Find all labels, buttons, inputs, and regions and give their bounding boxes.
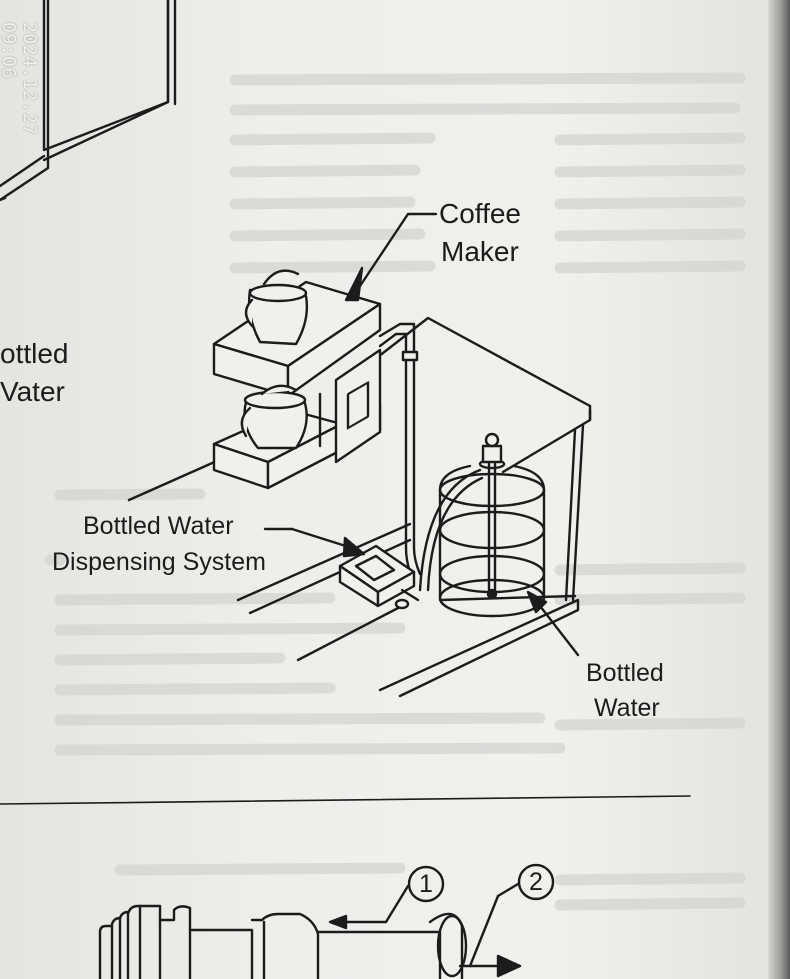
- leader-lines: [263, 212, 580, 657]
- callout-number-2: 2: [529, 868, 543, 896]
- left-bottled-label-line1: ottled: [0, 338, 69, 369]
- coffee-maker-label-line2: Maker: [441, 236, 519, 267]
- water-bottle-rack: [438, 432, 546, 618]
- section-divider: [0, 795, 691, 805]
- dispensing-label-line2: Dispensing System: [52, 548, 266, 576]
- lower-shelf: [236, 522, 580, 698]
- dispensing-box: [338, 544, 420, 610]
- left-bottled-label-line2: Vater: [0, 376, 65, 407]
- coffee-maker: [212, 269, 382, 490]
- dispensing-label-line1: Bottled Water: [83, 512, 234, 540]
- fitting-drawing: [98, 863, 555, 979]
- bottled-water-label-line2: Water: [594, 694, 660, 722]
- cabinet-drawing: [0, 0, 177, 202]
- coffee-maker-label-line1: Coffee: [439, 198, 521, 229]
- timestamp-overlay: 2024.12.27 09:06: [0, 22, 40, 136]
- water-line: [378, 322, 484, 592]
- bottled-water-label-line1: Bottled: [586, 659, 664, 687]
- page-edge: [768, 0, 790, 979]
- callout-number-1: 1: [419, 870, 433, 898]
